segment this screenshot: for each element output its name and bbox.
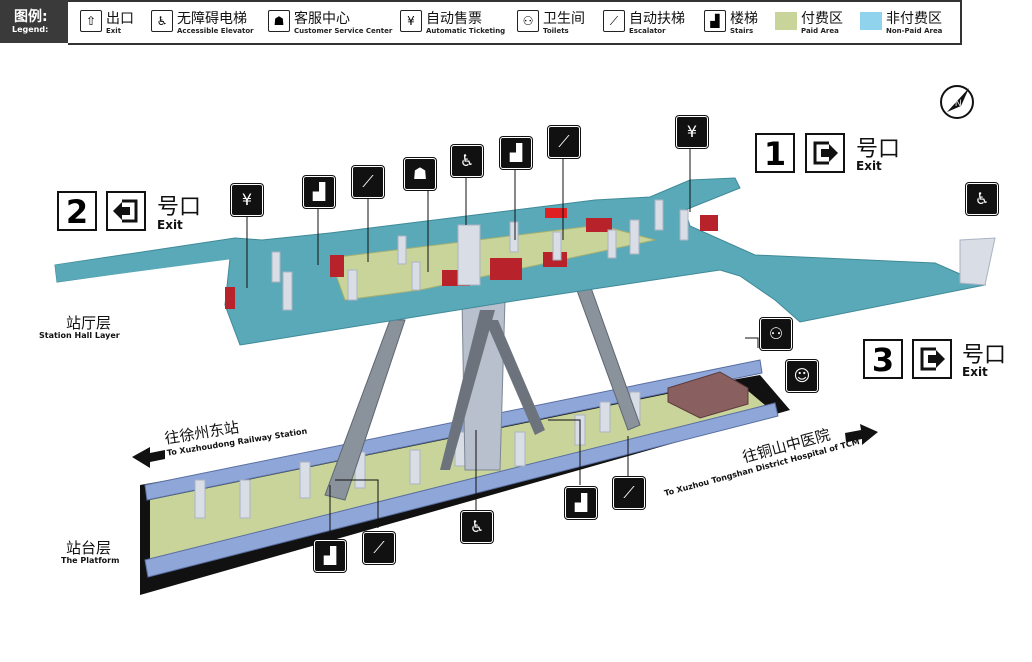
exit-right-icon: [912, 339, 952, 379]
baby-care-icon: ☺: [786, 360, 818, 392]
legend-item-ticketing: ¥ 自动售票 Automatic Ticketing: [400, 8, 510, 38]
ticket-machine-icon: ¥: [676, 116, 708, 148]
exit-left-icon: [106, 191, 146, 231]
accessible-elevator-icon: ♿: [461, 511, 493, 543]
arrow-left: [132, 447, 165, 468]
exit-3-cn: 号口: [962, 343, 1007, 368]
stairs-icon: ▟: [500, 137, 532, 169]
accessible-elevator-icon: ♿: [966, 183, 998, 215]
legend-item-stairs: ▟ 楼梯 Stairs: [704, 8, 769, 38]
escalator-icon: ⟋: [603, 10, 625, 32]
hall-layer-label-en: Station Hall Layer: [39, 331, 120, 340]
customer-service-icon: ☗: [268, 10, 290, 32]
hall-pillars: [271, 199, 996, 311]
legend-item-escalator: ⟋ 自动扶梯 Escalator: [603, 8, 698, 38]
exit-1-en: Exit: [856, 159, 882, 173]
stairs-icon: ▟: [303, 176, 335, 208]
customer-service-icon: ☗: [404, 158, 436, 190]
stairs-icon: ▟: [314, 540, 346, 572]
service-center-marker: [545, 208, 567, 218]
legend-title-cn: 图例:: [14, 9, 48, 25]
escalator-icon: ⟋: [352, 166, 384, 198]
legend-item-elevator: ♿ 无障碍电梯 Accessible Elevator: [151, 8, 261, 38]
train-front: [144, 402, 779, 578]
svg-text:N: N: [955, 98, 962, 108]
leader-lines: [246, 148, 759, 538]
platform-rooms: [667, 371, 749, 419]
legend-title: 图例: Legend:: [0, 0, 68, 43]
legend: 图例: Legend: ⇧ 出口 Exit ♿ 无障碍电梯 Accessible…: [0, 0, 962, 45]
accessible-elevator-icon: ♿: [451, 145, 483, 177]
support-columns: [324, 284, 641, 501]
non-paid-area-swatch: [860, 12, 882, 30]
exit-icon: ⇧: [80, 10, 102, 32]
exit-3-en: Exit: [962, 365, 988, 379]
exit-2-en: Exit: [157, 218, 183, 232]
exit-2-number: 2: [57, 191, 97, 231]
exit-1-cn: 号口: [856, 137, 901, 162]
station-hall-level: [54, 177, 996, 346]
platform-layer-label: 站台层: [66, 539, 112, 557]
ticket-machine-icon: ¥: [400, 10, 422, 32]
legend-item-nonpaid: 非付费区 Non-Paid Area: [860, 8, 955, 38]
stairs-icon: ▟: [565, 487, 597, 519]
escalator-icon: ⟋: [613, 477, 645, 509]
toilet-icon: ⚇: [760, 318, 792, 350]
escalator-icon: ⟋: [548, 126, 580, 158]
legend-items: ⇧ 出口 Exit ♿ 无障碍电梯 Accessible Elevator ☗ …: [68, 0, 962, 45]
legend-title-en: Legend:: [12, 25, 49, 34]
exit-right-icon: [805, 133, 845, 173]
stairs-icon: ▟: [704, 10, 726, 32]
toilet-icon: ⚇: [517, 10, 539, 32]
accessible-elevator-icon: ♿: [151, 10, 173, 32]
legend-item-service: ☗ 客服中心 Customer Service Center: [268, 8, 393, 38]
north-arrow-icon: N: [940, 85, 974, 119]
legend-item-paid: 付费区 Paid Area: [775, 8, 850, 38]
legend-item-toilets: ⚇ 卫生间 Toilets: [517, 8, 597, 38]
exit-1-number: 1: [755, 133, 795, 173]
hall-layer-label: 站厅层: [66, 314, 112, 332]
platform-layer-label-en: The Platform: [61, 556, 120, 565]
hall-walkway: [55, 240, 240, 282]
legend-item-exit: ⇧ 出口 Exit: [80, 8, 150, 38]
escalator-icon: ⟋: [363, 532, 395, 564]
ticket-machine-icon: ¥: [231, 184, 263, 216]
exit-2-cn: 号口: [157, 195, 202, 220]
paid-area-swatch: [775, 12, 797, 30]
exit-3-number: 3: [863, 339, 903, 379]
arrow-right: [845, 424, 878, 445]
